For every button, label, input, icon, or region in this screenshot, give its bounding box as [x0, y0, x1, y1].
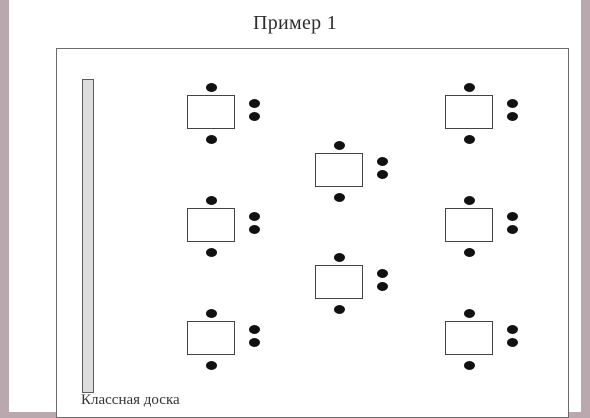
student-dot	[507, 325, 518, 334]
student-dot	[206, 248, 217, 257]
student-dot	[507, 212, 518, 221]
student-dot	[334, 305, 345, 314]
desk-group-right-3	[445, 309, 525, 379]
desk	[315, 153, 363, 187]
student-dot	[507, 112, 518, 121]
desk	[445, 208, 493, 242]
desk	[445, 321, 493, 355]
student-dot	[507, 99, 518, 108]
student-dot	[206, 361, 217, 370]
student-dot	[464, 196, 475, 205]
slide-page: Пример 1 Классная доска	[9, 0, 581, 418]
student-dot	[206, 135, 217, 144]
student-dot	[377, 282, 388, 291]
student-dot	[249, 212, 260, 221]
blackboard	[82, 79, 94, 393]
desk	[315, 265, 363, 299]
student-dot	[334, 141, 345, 150]
student-dot	[377, 157, 388, 166]
page-title: Пример 1	[252, 12, 338, 34]
student-dot	[206, 196, 217, 205]
student-dot	[464, 83, 475, 92]
classroom-diagram: Классная доска	[56, 48, 569, 418]
student-dot	[249, 325, 260, 334]
desk-group-right-1	[445, 83, 525, 153]
student-dot	[507, 338, 518, 347]
desk	[187, 321, 235, 355]
desk-group-middle-2	[315, 253, 395, 323]
desk	[187, 95, 235, 129]
student-dot	[249, 112, 260, 121]
student-dot	[464, 309, 475, 318]
student-dot	[249, 338, 260, 347]
student-dot	[377, 269, 388, 278]
student-dot	[334, 253, 345, 262]
student-dot	[507, 225, 518, 234]
desk	[445, 95, 493, 129]
student-dot	[464, 248, 475, 257]
desk-group-left-2	[187, 196, 267, 266]
student-dot	[334, 193, 345, 202]
student-dot	[464, 361, 475, 370]
student-dot	[249, 99, 260, 108]
desk-group-middle-1	[315, 141, 395, 211]
student-dot	[206, 83, 217, 92]
student-dot	[249, 225, 260, 234]
desk-group-left-1	[187, 83, 267, 153]
student-dot	[206, 309, 217, 318]
student-dot	[377, 170, 388, 179]
desk-group-right-2	[445, 196, 525, 266]
desk-group-left-3	[187, 309, 267, 379]
student-dot	[464, 135, 475, 144]
blackboard-label: Классная доска	[81, 392, 180, 408]
desk	[187, 208, 235, 242]
